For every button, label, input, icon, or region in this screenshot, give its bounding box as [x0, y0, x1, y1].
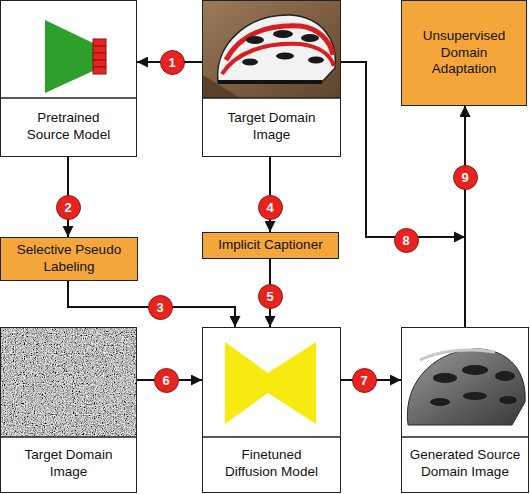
- node-label: Pretrained Source Model: [21, 110, 116, 144]
- text-area: Implicit Captioner: [203, 233, 338, 258]
- network-icon: [45, 20, 106, 93]
- diffusion-icon: [225, 342, 316, 424]
- helmet-photo: [203, 1, 340, 98]
- node-label: Generated Source Domain Image: [406, 447, 524, 481]
- callout-number: 2: [56, 195, 81, 220]
- text-area: Finetuned Diffusion Model: [203, 437, 340, 493]
- process-box: Selective Pseudo Labeling: [0, 237, 138, 281]
- text-area: Target Domain Image: [1, 437, 136, 493]
- process-box: Unsupervised Domain Adaptation: [401, 0, 527, 106]
- text-area: Target Domain Image: [203, 98, 340, 157]
- callout-number: 5: [258, 284, 283, 309]
- merge-arrowhead: [454, 232, 465, 243]
- callout-number: 8: [394, 228, 419, 253]
- callout-number: 1: [160, 50, 185, 75]
- callout-number: 4: [258, 195, 283, 220]
- text-area: Pretrained Source Model: [1, 98, 136, 157]
- text-area: Selective Pseudo Labeling: [1, 238, 137, 280]
- callout-number: 3: [148, 295, 173, 320]
- image-box: Target Domain Image: [202, 0, 341, 157]
- node-label: Target Domain Image: [23, 447, 114, 481]
- panel-dividers: [0, 98, 529, 437]
- node-label: Selective Pseudo Labeling: [9, 242, 129, 276]
- node-label: Unsupervised Domain Adaptation: [420, 28, 508, 79]
- arrow-connector: [464, 106, 466, 327]
- noise-image: [1, 328, 136, 437]
- model-box: Pretrained Source Model: [0, 0, 137, 157]
- process-box: Implicit Captioner: [202, 232, 339, 259]
- image-box: Target Domain Image: [0, 327, 137, 493]
- callout-number: 6: [154, 368, 179, 393]
- node-label: Implicit Captioner: [218, 237, 322, 254]
- arrow-connector: [341, 62, 465, 237]
- text-area: Generated Source Domain Image: [402, 437, 528, 493]
- callout-number: 9: [453, 165, 478, 190]
- node-label: Target Domain Image: [209, 110, 334, 144]
- text-area: Unsupervised Domain Adaptation: [402, 1, 526, 105]
- image-box: Generated Source Domain Image: [401, 327, 529, 493]
- model-box: Finetuned Diffusion Model: [202, 327, 341, 493]
- generated-helmet: [402, 328, 528, 437]
- callout-number: 7: [352, 368, 377, 393]
- node-label: Finetuned Diffusion Model: [220, 447, 323, 481]
- arrow-connector: [68, 281, 235, 327]
